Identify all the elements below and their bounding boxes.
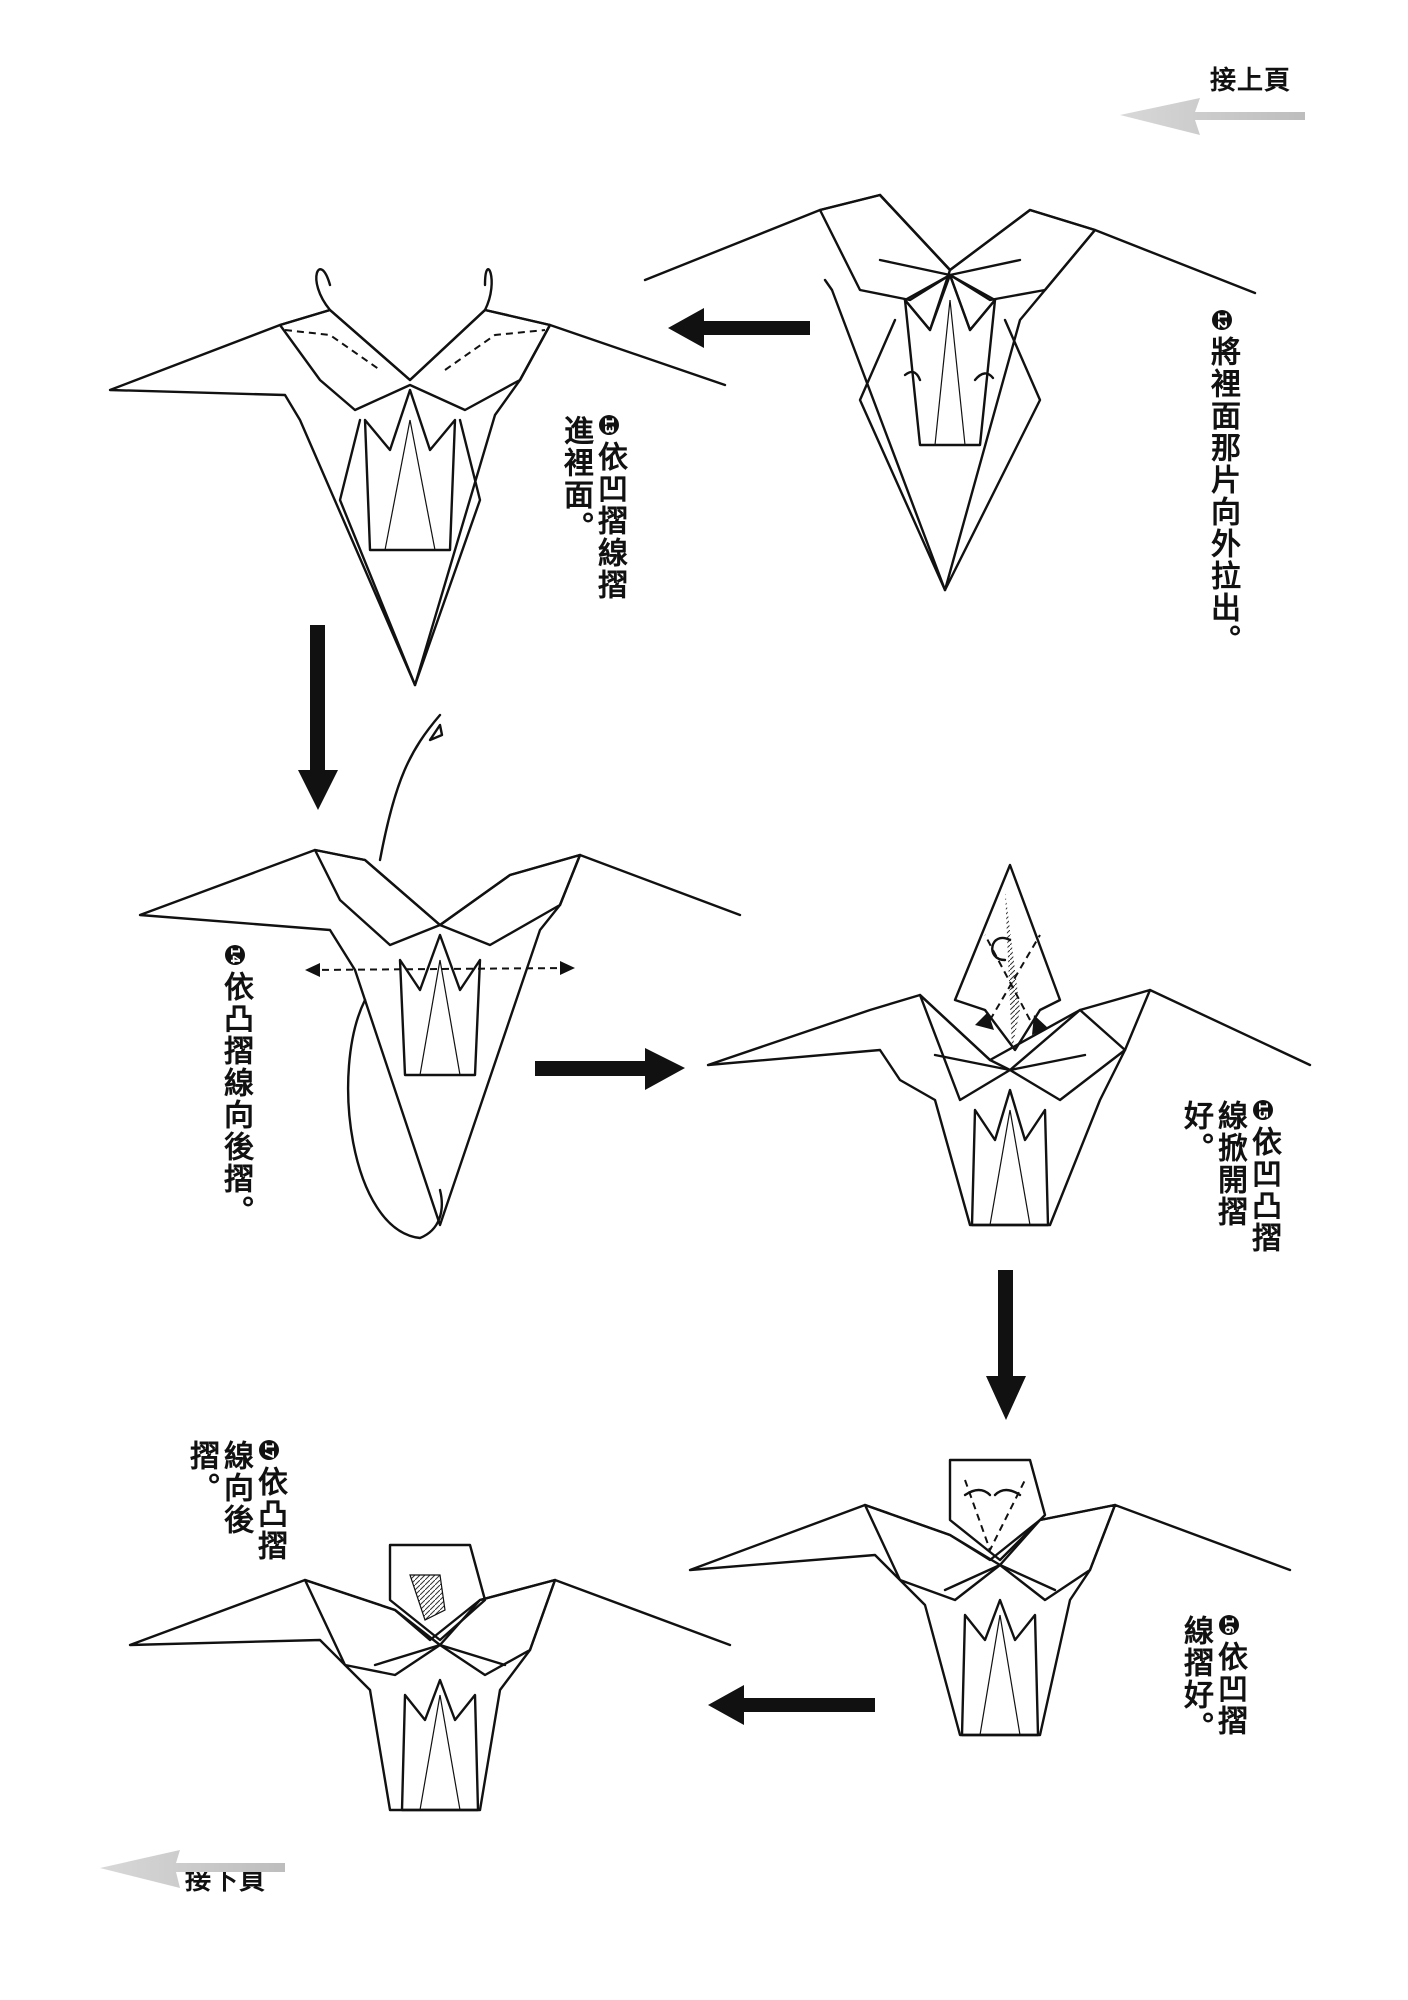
step-14-figure: [138, 713, 742, 1240]
step-15-figure: [706, 863, 1312, 1227]
flow-arrow-16-to-17: [708, 1685, 875, 1725]
step-13-number: 13: [599, 415, 619, 435]
step-17-caption: 17依凸摺線向後摺。: [184, 1440, 287, 1590]
next-page-arrow: [100, 1850, 285, 1888]
step-17-number: 17: [259, 1440, 279, 1460]
step-12-number: 12: [1212, 310, 1232, 330]
step-16-caption: 16依凹摺線摺好。: [1178, 1615, 1247, 1765]
step-16-number: 16: [1219, 1615, 1239, 1635]
step-12-text: 將裡面那片向外拉出。: [1205, 336, 1240, 656]
step-13-caption: 13依凹摺線摺進裡面。: [558, 415, 627, 615]
step-15-number: 15: [1253, 1100, 1273, 1120]
prev-page-arrow: [1120, 98, 1305, 135]
step-15-text: 依凹凸摺線掀開摺好。: [1178, 1100, 1281, 1254]
step-16-text: 依凹摺線摺好。: [1178, 1615, 1247, 1743]
flow-arrow-15-to-16: [986, 1270, 1026, 1420]
prev-page-label: 接上頁: [1210, 66, 1292, 96]
flow-arrow-12-to-13: [668, 308, 810, 348]
flow-arrow-14-to-15: [535, 1048, 685, 1090]
step-13-text: 依凹摺線摺進裡面。: [558, 415, 627, 601]
step-13-figure: [108, 268, 727, 687]
step-16-figure: [688, 1458, 1292, 1737]
step-14-number: 14: [225, 945, 245, 965]
step-12-figure: [643, 193, 1257, 592]
step-17-figure: [128, 1543, 732, 1812]
step-14-text: 依凸摺線向後摺。: [218, 971, 253, 1227]
flow-arrow-13-to-14: [298, 625, 338, 810]
step-15-caption: 15依凹凸摺線掀開摺好。: [1178, 1100, 1281, 1280]
step-12-caption: 12 將裡面那片向外拉出。: [1205, 310, 1240, 656]
step-17-text: 依凸摺線向後摺。: [184, 1440, 287, 1562]
step-14-caption: 14 依凸摺線向後摺。: [218, 945, 253, 1227]
